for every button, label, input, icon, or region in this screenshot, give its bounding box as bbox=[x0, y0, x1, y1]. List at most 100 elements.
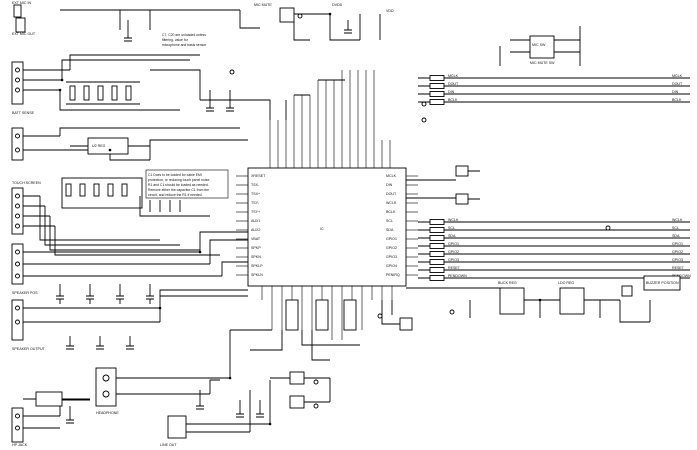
net-port bbox=[429, 91, 445, 97]
net-port bbox=[429, 259, 445, 265]
pin-label-left: SPKP bbox=[251, 246, 261, 250]
pin-label-right: DOUT bbox=[386, 192, 397, 196]
net-port bbox=[429, 83, 445, 89]
top-components: MIC MUTE DVDD VDD bbox=[60, 3, 394, 120]
ic-label: IC bbox=[320, 227, 324, 231]
wires-left bbox=[23, 54, 248, 429]
resistor-bank-1 bbox=[66, 81, 140, 105]
svg-text:R1 and C1 should be loaded as: R1 and C1 should be loaded as needed. bbox=[148, 183, 209, 187]
ext-mic-in-label: EXT MIC IN bbox=[12, 1, 32, 5]
ic-pins-top bbox=[269, 70, 391, 168]
svg-text:U2 REG: U2 REG bbox=[92, 144, 106, 148]
connector-j2 bbox=[11, 127, 24, 161]
net-label: BCLK bbox=[448, 98, 458, 102]
pin-label-right: MCLK bbox=[386, 174, 397, 178]
pin-label-right: PENIRQ bbox=[386, 273, 400, 277]
net-label: WCLK bbox=[448, 218, 459, 222]
mic-mute-sw-label: MIC MUTE SW bbox=[530, 61, 555, 65]
net-port bbox=[429, 219, 445, 225]
caps-speaker bbox=[56, 284, 154, 350]
pin-label-right: SCL bbox=[386, 219, 393, 223]
svg-text:C1 Does to be loaded for cable: C1 Does to be loaded for cable EMI bbox=[148, 173, 202, 177]
net-label-end: GPIO1 bbox=[672, 242, 683, 246]
net-label-end: DIN bbox=[672, 90, 679, 94]
net-label: DIN bbox=[448, 90, 455, 94]
mic-mute-label: MIC MUTE bbox=[254, 3, 272, 7]
net-port bbox=[429, 75, 445, 81]
buck-label: BUCK REG bbox=[498, 281, 517, 285]
ic-pins-right: MCLK DIN DOUT WCLK BCLK SCL SDA GPIO1GPIO2GPIO3… bbox=[386, 174, 418, 277]
pin-label-right: SDA bbox=[386, 228, 394, 232]
dvdd-label: DVDD bbox=[332, 3, 343, 7]
svg-text:filtering, value for: filtering, value for bbox=[162, 38, 189, 42]
net-label-end: GPIO3 bbox=[672, 258, 683, 262]
net-label: SCL bbox=[448, 226, 455, 230]
ext-mic-out-label: EXT MIC OUT bbox=[12, 32, 36, 36]
pin-label-right: GPIO1 bbox=[386, 237, 397, 241]
hp-jack-label: HP JACK bbox=[12, 443, 28, 447]
touch-label: TOUCH SCREEN bbox=[12, 181, 41, 185]
batt-label: BATT SENSE bbox=[12, 111, 35, 115]
pin-label-left: XRESET bbox=[251, 174, 266, 178]
net-label: RESET bbox=[448, 266, 461, 270]
pin-label-right: BCLK bbox=[386, 210, 396, 214]
pin-label-right: WCLK bbox=[386, 201, 397, 205]
pin-label-left: SPKLN bbox=[251, 273, 263, 277]
pin-label-left: AUX2 bbox=[251, 228, 260, 232]
pin-label-right: DIN bbox=[386, 183, 393, 187]
pin-label-left: TSX+ bbox=[251, 192, 260, 196]
svg-text:circuit, and reduce the R1 if: circuit, and reduce the R1 if needed. bbox=[148, 193, 203, 197]
svg-text:C7, C20 are unloaded unless: C7, C20 are unloaded unless bbox=[162, 33, 206, 37]
hp-out-label: HEADPHONE bbox=[96, 411, 119, 415]
net-label-end: PENDOWN bbox=[672, 274, 691, 278]
net-port bbox=[429, 243, 445, 249]
pin-label-left: TSY- bbox=[251, 201, 260, 205]
pin-label-left: SPKN bbox=[251, 255, 261, 259]
net-port bbox=[429, 235, 445, 241]
net-label-end: BCLK bbox=[672, 98, 682, 102]
connector-touch: TOUCH SCREEN bbox=[11, 181, 41, 235]
net-port bbox=[429, 99, 445, 105]
pin-label-left: SPKLP bbox=[251, 264, 263, 268]
net-label-end: WCLK bbox=[672, 218, 683, 222]
net-label-end: RESET bbox=[672, 266, 685, 270]
net-label: SDA bbox=[448, 234, 456, 238]
net-port bbox=[429, 275, 445, 281]
pin-label-right: GPIO3 bbox=[386, 255, 397, 259]
ic-pins-bottom bbox=[261, 286, 393, 340]
line-out-label: LINE OUT bbox=[160, 443, 177, 447]
net-label: PENDOWN bbox=[448, 274, 467, 278]
pin-label-right: GPIO4 bbox=[386, 264, 397, 268]
net-label: GPIO1 bbox=[448, 242, 459, 246]
vdd-label: VDD bbox=[386, 9, 394, 13]
speaker-pos-label: SPEAKER POS bbox=[12, 291, 38, 295]
connector-spk: SPEAKER OUTPUT bbox=[11, 299, 46, 351]
pin-label-right: GPIO2 bbox=[386, 246, 397, 250]
net-port bbox=[429, 227, 445, 233]
connector-j4: SPEAKER POS bbox=[11, 243, 38, 295]
connector-batt: BATT SENSE bbox=[11, 61, 35, 115]
net-label-end: SCL bbox=[672, 226, 679, 230]
mic-mute-ic: MIC SW MIC MUTE SW bbox=[499, 26, 581, 66]
buzzer-label: BUZZER POSITION bbox=[646, 281, 679, 285]
connector-bottom-left bbox=[11, 407, 24, 443]
net-label-end: GPIO2 bbox=[672, 250, 683, 254]
pin-label-left: AUX1 bbox=[251, 219, 260, 223]
svg-text:microphone and basis sensor: microphone and basis sensor bbox=[162, 43, 207, 47]
ldo-label: LDO REG bbox=[558, 281, 574, 285]
net-label: GPIO3 bbox=[448, 258, 459, 262]
ic-pins-left: XRESETTSX-TSX+TSY-TSY+AUX1AUX2VBATSPKPSP… bbox=[236, 174, 266, 277]
pin-label-left: TSY+ bbox=[251, 210, 260, 214]
net-label: MCLK bbox=[448, 74, 459, 78]
svg-text:protection, or reducing touch: protection, or reducing touch panel nois… bbox=[148, 178, 210, 182]
logic-cluster: BUCK REG LDO REG BUZZER POSITION bbox=[406, 165, 681, 323]
svg-text:MIC SW: MIC SW bbox=[532, 43, 546, 47]
pin-label-left: VBAT bbox=[251, 237, 261, 241]
test-points bbox=[229, 13, 611, 409]
touch-filter-bank bbox=[61, 177, 210, 217]
net-port bbox=[429, 267, 445, 273]
note-box: C1 Does to be loaded for cable EMI prote… bbox=[145, 169, 229, 199]
